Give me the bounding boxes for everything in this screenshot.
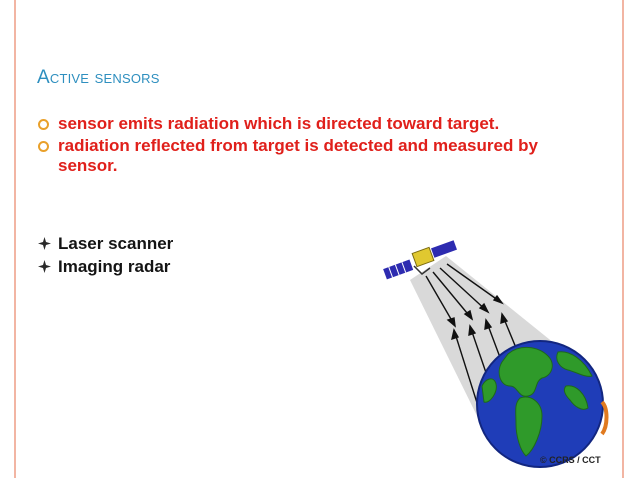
bullet-list: sensor emits radiation which is directed… [38, 114, 558, 176]
diamond-bullet-icon [38, 237, 51, 250]
earth-globe-icon [476, 340, 604, 468]
sub-bullet-list: Laser scanner Imaging radar [38, 232, 358, 278]
slide-title: Active sensors [37, 67, 160, 88]
image-credit: © CCRS / CCT [540, 455, 601, 465]
reflected-arrows [451, 312, 527, 407]
frame-left-line [14, 0, 16, 478]
diamond-bullet-icon [38, 260, 51, 273]
sub-bullet-text: Laser scanner [58, 234, 174, 253]
sub-bullet-item: Imaging radar [38, 255, 358, 278]
incident-arrows [425, 263, 504, 328]
satellite-icon [383, 240, 457, 280]
circle-bullet-icon [38, 119, 49, 130]
frame-right-line [622, 0, 624, 478]
bullet-text: radiation reflected from target is detec… [58, 136, 538, 175]
bullet-text: sensor emits radiation which is directed… [58, 114, 500, 133]
sub-bullet-text: Imaging radar [58, 257, 171, 276]
bullet-item: radiation reflected from target is detec… [38, 136, 558, 176]
satellite-earth-radar-illustration [383, 240, 609, 468]
sub-bullet-item: Laser scanner [38, 232, 358, 255]
circle-bullet-icon [38, 141, 49, 152]
bullet-item: sensor emits radiation which is directed… [38, 114, 558, 134]
